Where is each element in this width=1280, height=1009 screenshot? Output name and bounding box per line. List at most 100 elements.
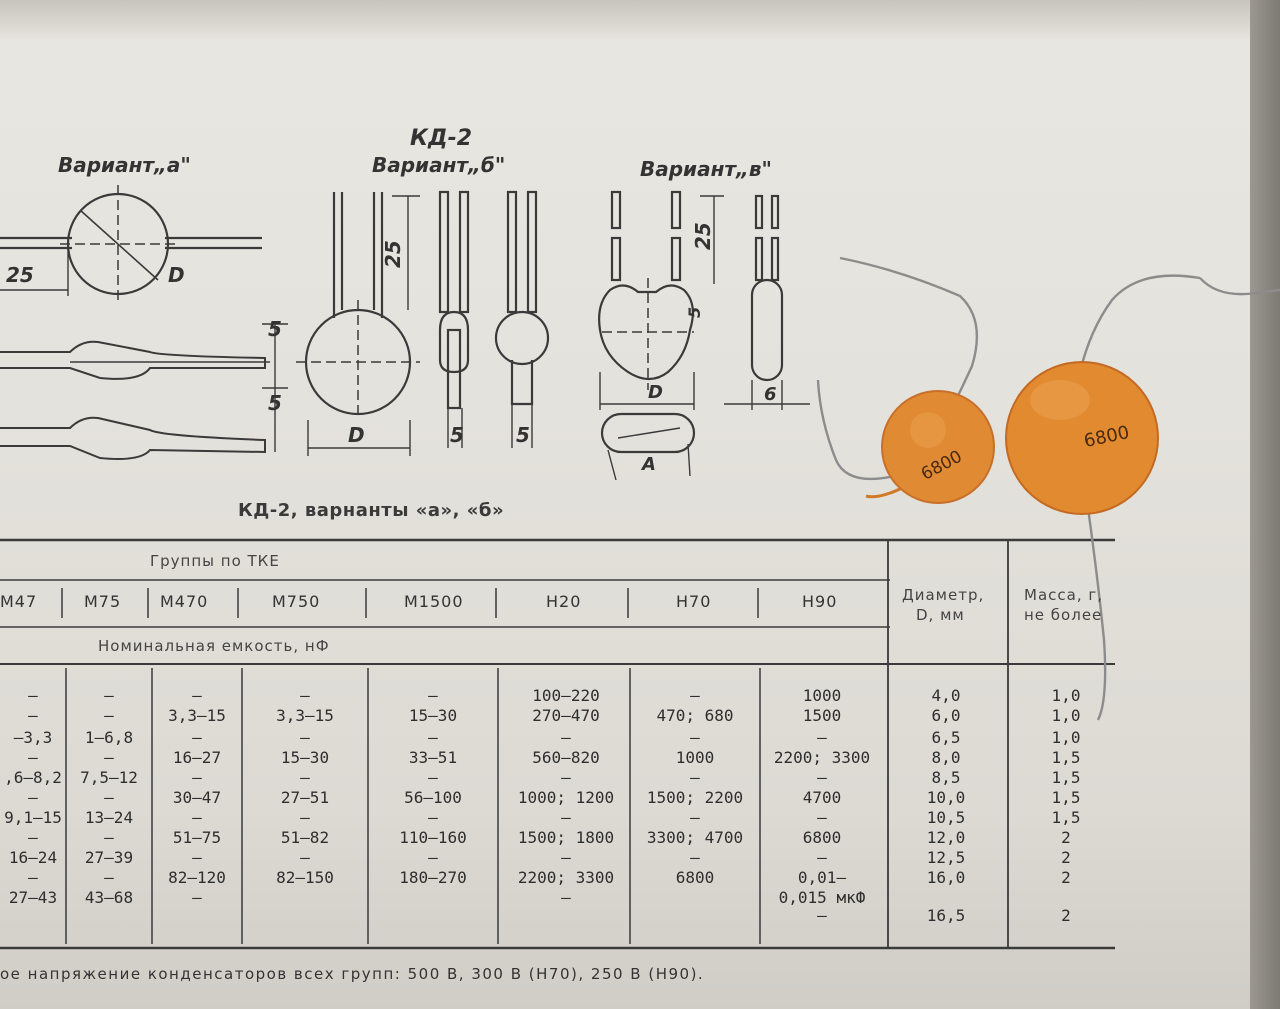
mass-cell: 2 (1061, 906, 1071, 925)
table-cell: 33—51 (408, 748, 458, 767)
table-cell: — (561, 888, 571, 907)
table-cell: 180—270 (399, 868, 467, 887)
table-cell: 9,1—15 (4, 808, 62, 827)
table-cell: 6800 (675, 868, 715, 887)
diameter-cell: 8,0 (931, 748, 961, 767)
diameter-cell: 6,5 (931, 728, 961, 747)
dim-5-v: 5 (685, 307, 704, 318)
table-cell: 3,3—15 (276, 706, 334, 725)
variant-v-drawing (598, 190, 810, 481)
table-cell: 16—27 (172, 748, 222, 767)
table-footnote: ое напряжение конденсаторов всех групп: … (0, 965, 705, 983)
mass-cell: 2 (1061, 848, 1071, 867)
table-cell: — (104, 686, 114, 705)
variant-v-label: Вариант„в" (640, 157, 772, 181)
dim-5-b1: 5 (450, 423, 464, 447)
dim-5-a2: 5 (268, 391, 282, 415)
dim-5-a1: 5 (268, 317, 282, 341)
table-cell: 0,015 мкФ (778, 888, 866, 907)
table-cell: 1500; 1800 (517, 828, 615, 847)
tke-group-6: Н70 (676, 592, 712, 611)
table-cell: 27—39 (84, 848, 134, 867)
table-cell: — (28, 706, 38, 725)
table-title: КД-2, варнанты «а», «б» (238, 500, 505, 521)
tke-group-4: М1500 (404, 592, 464, 611)
table-cell: — (561, 848, 571, 867)
mass-cell: 1,0 (1051, 728, 1081, 747)
kd2-label: КД-2 (410, 126, 472, 151)
dim-25-b: 25 (381, 240, 405, 268)
table-cell: — (300, 728, 310, 747)
tke-group-5: Н20 (546, 592, 582, 611)
capacity-header: Номинальная емкость, нФ (98, 637, 330, 655)
table-cell: 30—47 (172, 788, 222, 807)
table-cell: 110—160 (399, 828, 467, 847)
table-cell: 51—82 (280, 828, 330, 847)
table-cell: 2200; 3300 (773, 748, 871, 767)
capacitor-large (1005, 274, 1280, 721)
table-cell: — (428, 848, 438, 867)
mass-cell: 1,0 (1051, 706, 1081, 725)
dim-6-v: 6 (764, 384, 777, 405)
table-cell: 100—220 (532, 686, 600, 705)
table-cell: 6800 (802, 828, 842, 847)
table-cell: — (192, 888, 202, 907)
variant-b-label: Вариант„б" (372, 153, 505, 177)
table-cell: 3300; 4700 (646, 828, 744, 847)
table-cell: 27—51 (280, 788, 330, 807)
table-cell: — (428, 686, 438, 705)
table-cell: 270—470 (532, 706, 600, 725)
table-cell: — (561, 728, 571, 747)
table-cell: — (192, 686, 202, 705)
table-cell: — (817, 848, 827, 867)
diameter-cell: 4,0 (931, 686, 961, 705)
variant-b-drawing (296, 190, 550, 456)
table-cell: 1—6,8 (84, 728, 134, 747)
dim-5-b2: 5 (516, 423, 530, 447)
table-cell: — (192, 848, 202, 867)
mass-cell: 2 (1061, 828, 1071, 847)
table-cell: 470; 680 (656, 706, 734, 725)
table-cell: — (690, 848, 700, 867)
diameter-cell: 12,0 (926, 828, 966, 847)
mass-cell: 1,5 (1051, 768, 1081, 787)
dim-a-v: A (640, 454, 656, 475)
table-cell: — (300, 808, 310, 827)
table-cell: —3,3 (13, 728, 53, 747)
table-cell: 1000 (802, 686, 842, 705)
table-cell: 82—150 (276, 868, 334, 887)
dim-25-a: 25 (6, 263, 34, 287)
tke-group-7: Н90 (802, 592, 838, 611)
table-cell: 27—43 (8, 888, 58, 907)
variant-a-drawing (0, 185, 288, 460)
mass-header-2: не более (1024, 606, 1103, 624)
table-cell: — (104, 788, 114, 807)
mass-header-1: Масса, г, (1024, 586, 1104, 604)
table-cell: 15—30 (280, 748, 330, 767)
table-cell: 0,01— (797, 868, 847, 887)
table-cell: — (561, 768, 571, 787)
diameter-cell: 12,5 (926, 848, 966, 867)
table-cell: — (28, 748, 38, 767)
table-cell: — (192, 808, 202, 827)
capacitor-small (816, 256, 995, 504)
diameter-cell: 6,0 (931, 706, 961, 725)
table-cell: 1000 (675, 748, 715, 767)
diameter-cell: 10,5 (926, 808, 966, 827)
table-cell: — (690, 686, 700, 705)
table-cell: — (690, 808, 700, 827)
table-cell: 560—820 (532, 748, 600, 767)
tke-group-0: М47 (0, 592, 38, 611)
mass-cell: 1,5 (1051, 788, 1081, 807)
table-cell: — (104, 868, 114, 887)
table-cell: 51—75 (172, 828, 222, 847)
table-cell: — (817, 768, 827, 787)
tke-group-2: М470 (160, 592, 209, 611)
table-cell: — (28, 686, 38, 705)
table-cell: 3,3—15 (168, 706, 226, 725)
table-cell: — (300, 768, 310, 787)
table-cell: — (300, 848, 310, 867)
table-cell: — (428, 728, 438, 747)
table-cell: 1500 (802, 706, 842, 725)
